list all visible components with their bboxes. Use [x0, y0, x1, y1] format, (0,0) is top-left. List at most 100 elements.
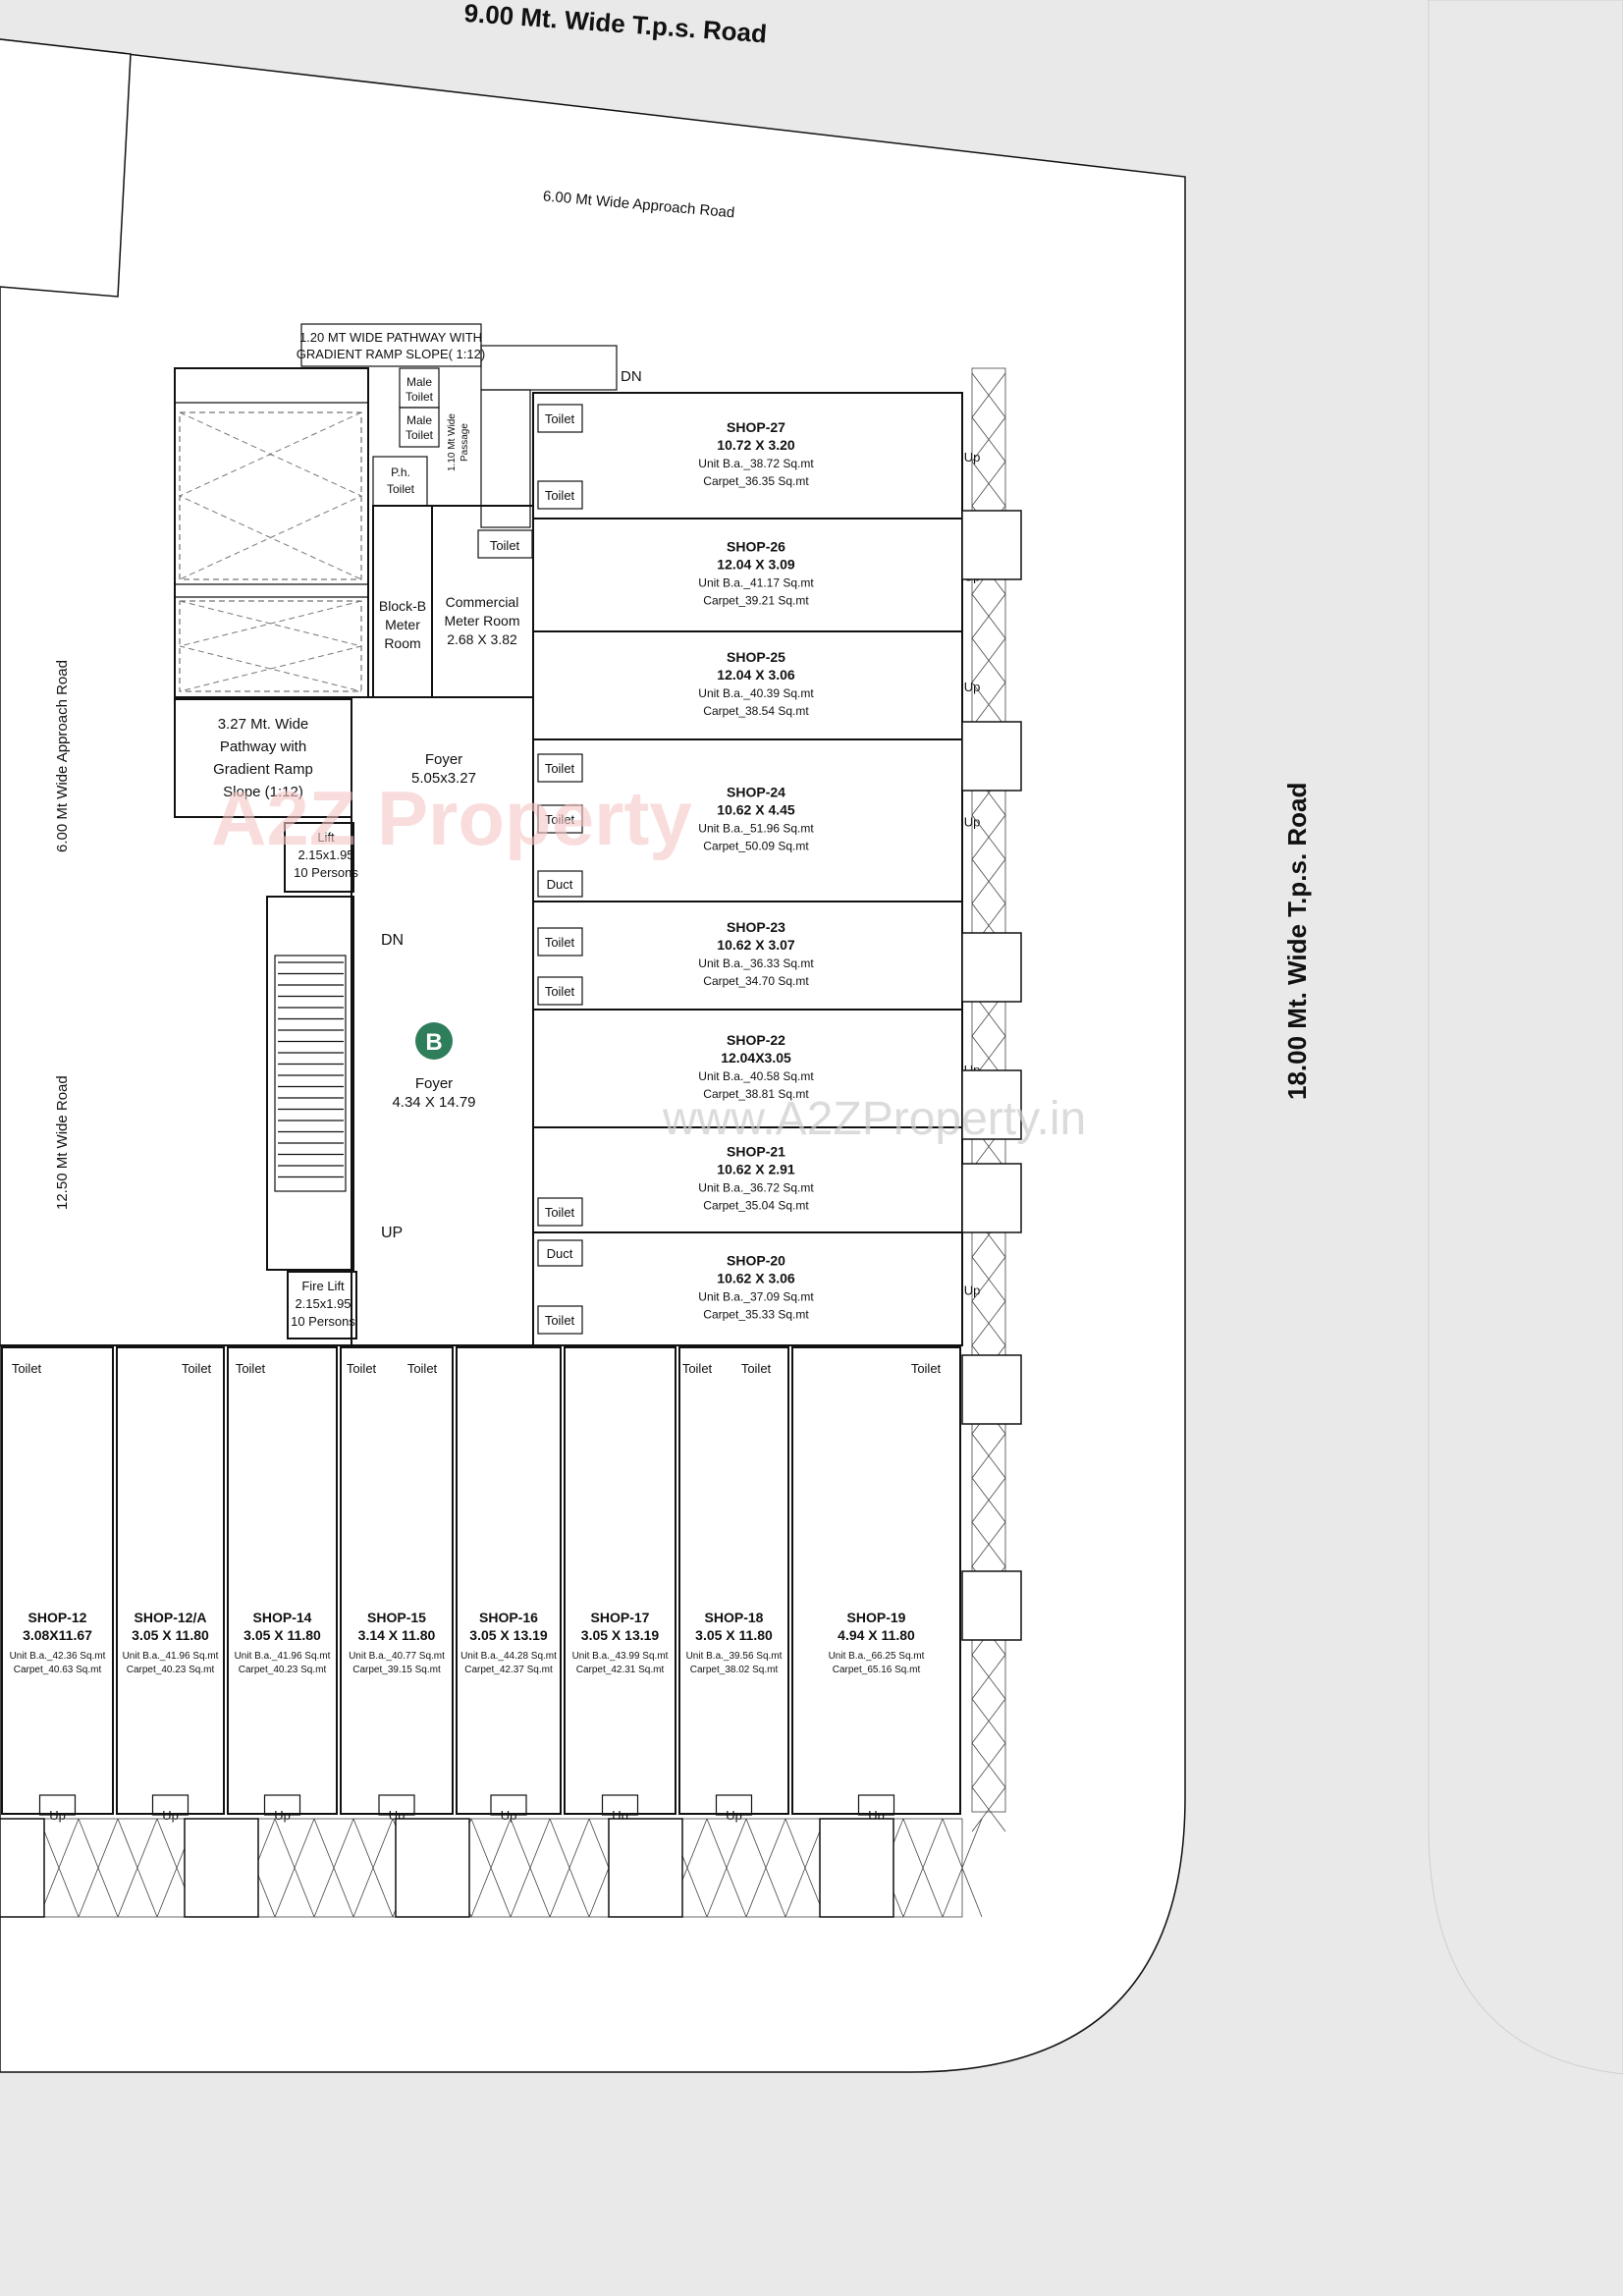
foyer-big-2: 4.34 X 14.79: [392, 1094, 475, 1111]
shop-carpet-area: Carpet_42.37 Sq.mt: [464, 1665, 553, 1675]
shop-name: SHOP-16: [479, 1610, 538, 1625]
shop-carpet-area: Carpet_65.16 Sq.mt: [833, 1665, 921, 1675]
toilet-room: [537, 927, 583, 957]
shop-size: 10.62 X 3.07: [717, 937, 795, 953]
toilet-top-passage-label: Toilet: [490, 538, 520, 553]
shop-size: 3.05 X 11.80: [243, 1627, 321, 1643]
shop-carpet-area: Carpet_35.04 Sq.mt: [703, 1199, 809, 1213]
pathway-top-text-1: 1.20 MT WIDE PATHWAY WITH: [299, 330, 482, 345]
main-staircase: [266, 896, 354, 1271]
shop-carpet-area: Carpet_40.63 Sq.mt: [14, 1665, 102, 1675]
foyer-small-1: Foyer: [425, 751, 462, 768]
lift-3: 10 Persons: [294, 865, 358, 880]
shop-name: SHOP-23: [727, 919, 785, 935]
up-label: UP: [381, 1225, 403, 1241]
pathway-left-2: Pathway with: [220, 738, 306, 755]
ramp-block: [174, 367, 369, 698]
top-road-label: 9.00 Mt. Wide T.p.s. Road: [463, 0, 768, 48]
foyer-small-2: 5.05x3.27: [411, 770, 476, 787]
dn-label: DN: [381, 932, 404, 949]
shop-unit-area: Unit B.a._44.28 Sq.mt: [460, 1651, 557, 1662]
toilet-label: Toilet: [545, 1205, 575, 1220]
shop-size: 12.04 X 3.06: [717, 667, 795, 683]
shop-size: 12.04X3.05: [721, 1050, 791, 1066]
lift-2: 2.15x1.95: [298, 847, 353, 862]
block-badge-letter: B: [425, 1029, 442, 1056]
watermark-url: www.A2ZProperty.in: [662, 1093, 1086, 1145]
shop-unit-area: Unit B.a._40.58 Sq.mt: [698, 1069, 814, 1083]
commercial-meter-2: Meter Room: [444, 613, 519, 629]
bottom-shop-outline: [116, 1346, 225, 1815]
up-arrow-label: Up: [49, 1808, 66, 1823]
pathway-top-text-2: GRADIENT RAMP SLOPE( 1:12): [297, 347, 485, 361]
shop-size: 3.05 X 11.80: [132, 1627, 209, 1643]
shop-size: 10.62 X 4.45: [717, 802, 795, 818]
staircase-top: [480, 345, 618, 528]
toilet-label: Toilet: [12, 1361, 42, 1376]
adjacent-plot: [0, 38, 132, 298]
shop-carpet-area: Carpet_42.31 Sq.mt: [576, 1665, 665, 1675]
shop-unit-area: Unit B.a._40.77 Sq.mt: [349, 1651, 445, 1662]
shop-unit-area: Unit B.a._42.36 Sq.mt: [10, 1651, 106, 1662]
toilet-label: Toilet: [741, 1361, 772, 1376]
shop-carpet-area: Carpet_34.70 Sq.mt: [703, 974, 809, 988]
duct-label: Duct: [547, 877, 573, 892]
right-facade-hatch: [961, 367, 1022, 1832]
shop-name: SHOP-17: [591, 1610, 650, 1625]
shop-unit-area: Unit B.a._37.09 Sq.mt: [698, 1290, 814, 1304]
shop-unit-area: Unit B.a._41.96 Sq.mt: [123, 1651, 219, 1662]
up-arrow-label: Up: [274, 1808, 291, 1823]
shop-carpet-area: Carpet_38.54 Sq.mt: [703, 704, 809, 718]
shop-unit-area: Unit B.a._39.56 Sq.mt: [686, 1651, 783, 1662]
toilet-label: Toilet: [911, 1361, 942, 1376]
pathway-left-3: Gradient Ramp: [213, 761, 313, 778]
block-b-meter-3: Room: [384, 635, 420, 651]
duct-room: [537, 1239, 583, 1267]
male-toilet-1-b: Toilet: [406, 390, 434, 404]
shop-name: SHOP-26: [727, 539, 785, 555]
duct-room: [537, 870, 583, 898]
ph-toilet-b: Toilet: [387, 482, 415, 496]
shop-name: SHOP-12/A: [135, 1610, 207, 1625]
shop-unit-area: Unit B.a._41.96 Sq.mt: [235, 1651, 331, 1662]
up-arrow-label: Up: [726, 1808, 742, 1823]
shop-carpet-area: Carpet_39.15 Sq.mt: [352, 1665, 441, 1675]
toilet-label: Toilet: [407, 1361, 438, 1376]
block-b-meter-2: Meter: [385, 617, 420, 632]
fire-lift-3: 10 Persons: [291, 1314, 355, 1329]
left-approach-road-label: 6.00 Mt Wide Approach Road: [54, 660, 71, 852]
pathway-left-4: Slope (1:12): [223, 784, 303, 800]
shop-name: SHOP-18: [705, 1610, 764, 1625]
shop-unit-area: Unit B.a._66.25 Sq.mt: [829, 1651, 925, 1662]
toilet-room: [537, 480, 583, 510]
toilet-label: Toilet: [682, 1361, 713, 1376]
fire-lift-1: Fire Lift: [301, 1279, 345, 1293]
shop-unit-area: Unit B.a._38.72 Sq.mt: [698, 457, 814, 470]
shop-unit-area: Unit B.a._41.17 Sq.mt: [698, 576, 814, 590]
male-toilet-1-a: Male: [406, 375, 432, 389]
shop-size: 12.04 X 3.09: [717, 557, 795, 573]
toilet-label: Toilet: [545, 935, 575, 950]
shop-size: 3.05 X 13.19: [581, 1627, 660, 1643]
shop-carpet-area: Carpet_50.09 Sq.mt: [703, 840, 809, 853]
lift-1: Lift: [317, 830, 335, 845]
bottom-shop-outline: [340, 1346, 454, 1815]
shop-unit-area: Unit B.a._36.72 Sq.mt: [698, 1181, 814, 1195]
shop-size: 3.05 X 11.80: [695, 1627, 773, 1643]
shop-carpet-area: Carpet_35.33 Sq.mt: [703, 1308, 809, 1322]
right-road-edge: [1428, 0, 1623, 2075]
fire-lift-2: 2.15x1.95: [295, 1296, 351, 1311]
shop-name: SHOP-21: [727, 1144, 785, 1160]
dn-top-label: DN: [621, 368, 642, 385]
toilet-room: [537, 804, 583, 834]
bottom-shop-outline: [456, 1346, 562, 1815]
toilet-room: [537, 1305, 583, 1335]
